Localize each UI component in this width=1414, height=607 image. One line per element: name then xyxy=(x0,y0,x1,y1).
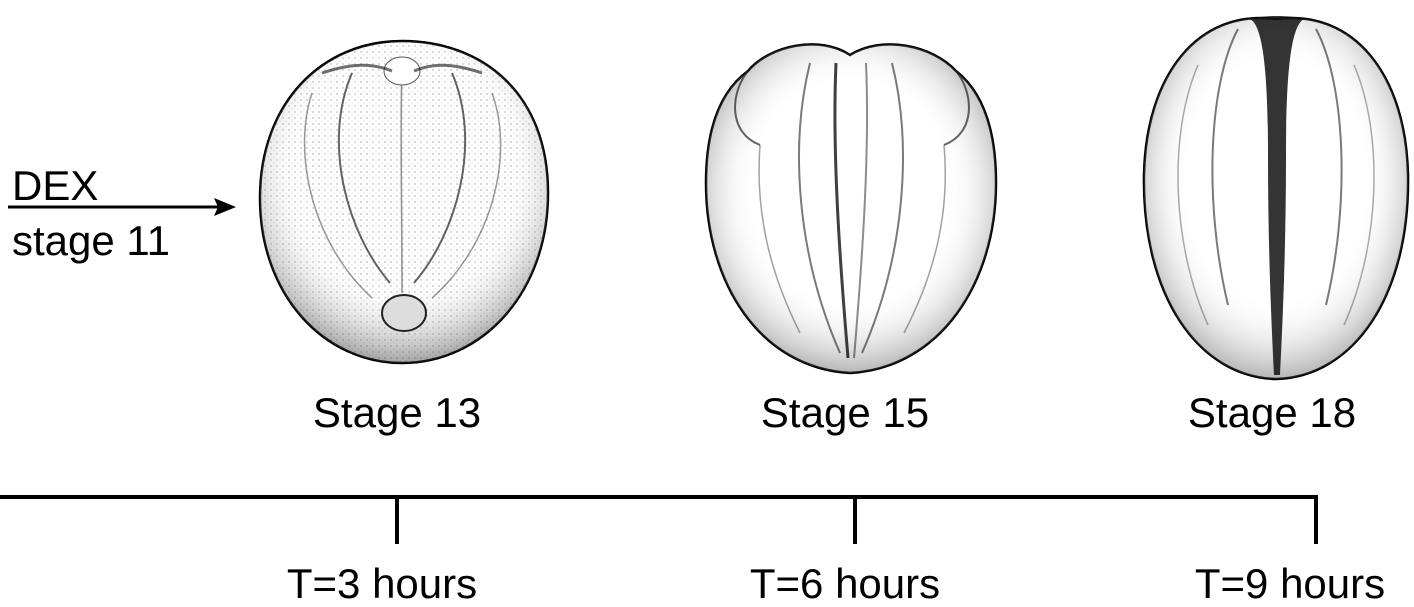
stage-13-label: Stage 13 xyxy=(313,392,481,434)
treatment-arrow xyxy=(6,195,240,219)
treatment-stage-label: stage 11 xyxy=(12,220,170,262)
embryo-stage-13-illustration xyxy=(252,33,554,368)
time-label-6h: T=6 hours xyxy=(750,563,940,605)
stage-18-label: Stage 18 xyxy=(1188,392,1356,434)
stage-15-label: Stage 15 xyxy=(761,392,929,434)
time-label-9h: T=9 hours xyxy=(1195,563,1385,605)
embryo-stage-18-illustration xyxy=(1138,5,1414,385)
timeline xyxy=(0,488,1414,548)
embryo-stage-15-illustration xyxy=(700,33,1003,378)
time-label-3h: T=3 hours xyxy=(287,563,477,605)
